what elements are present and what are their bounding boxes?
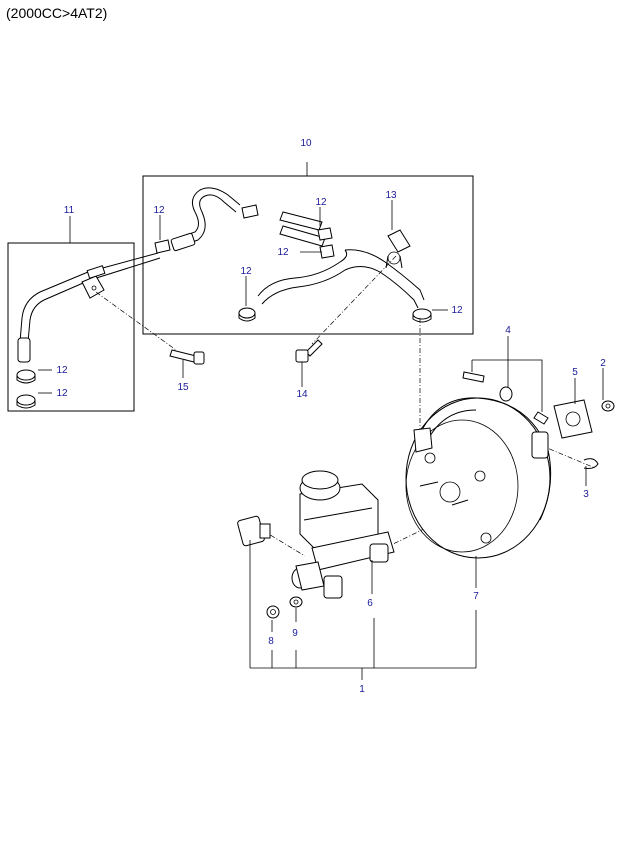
master-cylinder-6 [291,470,395,599]
nut-2 [601,400,615,412]
hose-clip-11b [16,394,36,409]
snap-pin-3 [583,458,599,469]
callout-13: 13 [385,190,397,201]
hose-clip-10a [154,239,171,254]
callout-12-g: 12 [56,388,68,399]
callout-12-a: 12 [153,205,165,216]
callout-1: 1 [359,684,365,695]
brake-booster-7 [405,397,552,559]
callout-3: 3 [583,489,589,500]
callout-12-d: 12 [240,266,252,277]
group-box-11 [7,242,135,412]
callout-9: 9 [292,628,298,639]
callout-7: 7 [473,591,479,602]
callout-14: 14 [296,389,308,400]
bolt-14 [295,339,323,363]
callout-2: 2 [600,358,606,369]
level-sensor-8 [237,515,271,547]
hose-clip-10b [241,204,259,219]
hose-clip-10c [317,227,333,241]
check-valve-13 [385,229,411,269]
gasket-5 [553,399,593,439]
callout-8: 8 [268,636,274,647]
hose-clip-10f [412,308,432,323]
vacuum-hose-10 [170,187,425,309]
bolt-15 [169,349,205,365]
callout-6: 6 [367,598,373,609]
callout-4: 4 [505,325,511,336]
group-box-10 [142,175,474,335]
vacuum-hose-11 [17,252,161,363]
leader-lines [38,162,604,680]
callout-15: 15 [177,382,189,393]
clevis-pin-4 [462,371,549,425]
callout-12-b: 12 [315,197,327,208]
callout-11: 11 [64,205,75,216]
washer-9 [289,596,303,608]
nut-8 [266,605,280,619]
callout-12-c: 12 [277,247,289,258]
callout-5: 5 [572,367,578,378]
callout-12-e: 12 [451,305,463,316]
hose-clip-11a [16,369,36,384]
callout-12-f: 12 [56,365,68,376]
hose-clip-10e [238,307,256,322]
page-title: (2000CC>4AT2) [6,5,108,21]
callout-10: 10 [300,138,312,149]
hose-clip-10d [319,244,335,259]
